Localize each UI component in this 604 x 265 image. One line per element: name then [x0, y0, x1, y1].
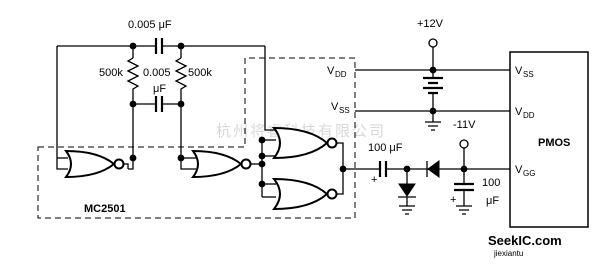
cap-filter-unit: μF: [486, 195, 499, 207]
nor-gate-1: [63, 149, 125, 179]
svg-text:V: V: [515, 164, 523, 176]
pmos-label: PMOS: [538, 137, 570, 149]
cap-top-label: 0.005 μF: [128, 19, 172, 31]
mc2501-enclosure: [37, 57, 356, 219]
chip-label: MC2501: [84, 203, 126, 215]
pmos-block: [509, 51, 589, 228]
capacitor-coupling: [378, 161, 388, 177]
svg-text:SS: SS: [339, 106, 350, 115]
capacitor-filter: [454, 169, 474, 215]
diode-ground: [398, 169, 416, 215]
svg-text:DD: DD: [523, 111, 535, 120]
capacitor-top: [154, 38, 164, 54]
svg-text:V: V: [331, 101, 339, 113]
top-rail-to-gate3: [264, 46, 276, 131]
svg-text:jiexiantu: jiexiantu: [493, 249, 523, 258]
battery: [423, 70, 443, 111]
terminal-minus11: [459, 139, 469, 149]
plus-sign-coupling: +: [371, 174, 377, 186]
terminal-plus12: [428, 38, 438, 48]
svg-text:V: V: [515, 106, 523, 118]
wire-gate2-in: [180, 104, 196, 170]
resistor-left: [126, 57, 140, 104]
nor-gate-2: [190, 149, 252, 179]
svg-text:SeekIC.com: SeekIC.com: [488, 233, 562, 248]
cap-filter-value: 100: [482, 177, 500, 189]
diode-series: [426, 160, 440, 178]
svg-text:SS: SS: [523, 70, 534, 79]
wire-gate1-out: [128, 104, 134, 170]
resistor-right: [174, 57, 188, 104]
plus-sign-filter: +: [450, 194, 456, 206]
svg-text:GG: GG: [523, 169, 535, 178]
cap-mid-unit: μF: [153, 83, 166, 95]
svg-text:DD: DD: [335, 70, 347, 79]
cap-mid-label: 0.005: [143, 67, 171, 79]
feedback-wire-left: [56, 46, 68, 170]
svg-text:+12V: +12V: [417, 18, 444, 30]
capacitor-middle: [154, 96, 164, 112]
cap-coupling-label: 100 μF: [368, 142, 403, 154]
svg-text:-11V: -11V: [453, 119, 476, 131]
res-right-label: 500k: [188, 67, 212, 79]
svg-text:V: V: [515, 65, 523, 77]
svg-text:V: V: [327, 65, 335, 77]
seekic-logo: SeekIC.com jiexiantu: [488, 233, 562, 258]
ground-symbol-1: [425, 121, 441, 131]
res-left-label: 500k: [99, 67, 123, 79]
nor-gate-4: [271, 177, 338, 211]
